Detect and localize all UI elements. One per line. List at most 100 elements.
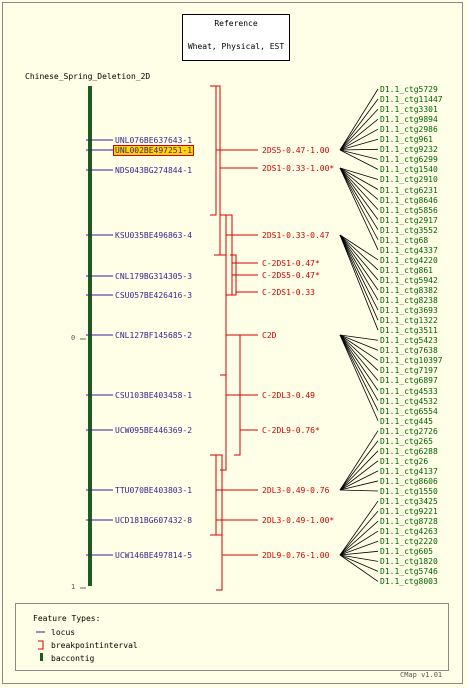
contig-label[interactable]: D1.1_ctg3511 [380,326,438,336]
contig-label[interactable]: D1.1_ctg2986 [380,125,438,135]
legend-interval-glyph [38,640,44,650]
contig-label[interactable]: D1.1_ctg445 [380,416,433,426]
interval-label[interactable]: C-2DS1-0.33 [262,288,315,297]
contig-correspondence-line [339,540,379,556]
interval-label[interactable]: 2DS1-0.33-0.47 [262,231,330,240]
contig-correspondence-line [339,450,379,491]
marker-label[interactable]: CSU103BE403458-1 [115,391,193,400]
contig-label[interactable]: D1.1_ctg26 [380,456,429,466]
map-title[interactable]: Chinese_Spring_Deletion_2D [25,72,151,81]
contig-label[interactable]: D1.1_ctg2726 [380,426,438,436]
interval-label[interactable]: C2D [262,331,277,340]
contig-label[interactable]: D1.1_ctg4220 [380,255,438,265]
contig-label[interactable]: D1.1_ctg3425 [380,497,438,507]
contig-label[interactable]: D1.1_ctg8646 [380,195,438,205]
contig-label[interactable]: D1.1_ctg961 [380,135,433,145]
contig-label[interactable]: D1.1_ctg5942 [380,275,438,285]
contig-label[interactable]: D1.1_ctg6288 [380,446,438,456]
contig-label[interactable]: D1.1_ctg8728 [380,517,438,527]
contig-label[interactable]: D1.1_ctg1820 [380,557,438,567]
contig-label[interactable]: D1.1_ctg1322 [380,316,438,326]
contig-correspondence-line [339,234,379,321]
contig-label[interactable]: D1.1_ctg8606 [380,476,438,486]
contig-label[interactable]: D1.1_ctg11447 [380,95,443,105]
interval-label[interactable]: 2DS5-0.47-1.00 [262,146,330,155]
contig-label[interactable]: D1.1_ctg3693 [380,306,438,316]
contig-label[interactable]: D1.1_ctg8003 [380,577,438,587]
contig-correspondence-line [339,167,379,180]
contig-label[interactable]: D1.1_ctg5729 [380,85,438,94]
contig-label[interactable]: D1.1_ctg8382 [380,286,438,295]
contig-correspondence-line [339,334,379,361]
interval-label[interactable]: 2DL3-0.49-1.00* [262,516,335,525]
contig-label[interactable]: D1.1_ctg4533 [380,386,438,396]
interval-bracket [210,85,217,216]
contig-label[interactable]: D1.1_ctg2910 [380,175,438,185]
cmap-version[interactable]: CMap v1.01 [400,671,443,679]
legend-item-breakpointinterval: breakpointinterval [51,641,138,650]
contig-label[interactable]: D1.1_ctg6554 [380,406,438,416]
marker-label[interactable]: UNL076BE637643-1 [115,136,193,145]
contig-label[interactable]: D1.1_ctg1550 [380,487,438,496]
contig-label[interactable]: D1.1_ctg2917 [380,215,438,225]
contig-label[interactable]: D1.1_ctg10397 [380,356,443,366]
contig-label[interactable]: D1.1_ctg4532 [380,396,438,406]
contig-label[interactable]: D1.1_ctg8238 [380,296,438,306]
interval-bracket [220,374,227,471]
reference-box[interactable]: Reference Wheat, Physical, EST [182,14,290,61]
contig-label[interactable]: D1.1_ctg7638 [380,346,438,356]
contig-label[interactable]: D1.1_ctg9232 [380,145,438,155]
contig-correspondence-line [339,530,379,556]
marker-label[interactable]: UCW095BE446369-2 [115,426,193,435]
marker-label[interactable]: KSU035BE496863-4 [115,231,193,240]
contig-label[interactable]: D1.1_ctg1540 [380,165,438,175]
interval-label[interactable]: 2DL3-0.49-0.76 [262,486,330,495]
contig-label[interactable]: D1.1_ctg9894 [380,115,438,125]
contig-label[interactable]: D1.1_ctg265 [380,436,433,446]
interval-label[interactable]: 2DS1-0.33-1.00* [262,164,335,173]
interval-label[interactable]: C-2DS1-0.47* [262,259,320,268]
reference-label: Reference [214,19,258,28]
interval-bracket [210,454,217,536]
contig-label[interactable]: D1.1_ctg68 [380,235,429,245]
contig-correspondence-line [339,554,379,572]
interval-bracket [220,214,227,256]
interval-label[interactable]: 2DL9-0.76-1.00 [262,551,330,560]
contig-label[interactable]: D1.1_ctg4137 [380,466,438,476]
scale-start-label: 0 [71,334,76,342]
contig-correspondence-line [339,148,379,151]
marker-label[interactable]: CNL127BF145685-2 [115,331,193,340]
contig-label[interactable]: D1.1_ctg6231 [380,185,438,195]
marker-label[interactable]: UCW146BE497814-5 [115,551,193,560]
contig-label[interactable]: D1.1_ctg2220 [380,537,438,547]
contig-correspondence-line [339,234,379,331]
interval-label[interactable]: C-2DL9-0.76* [262,426,320,435]
interval-label[interactable]: C-2DS5-0.47* [262,271,320,280]
contig-label[interactable]: D1.1_ctg3301 [380,105,438,115]
contig-label[interactable]: D1.1_ctg861 [380,265,433,275]
contig-label[interactable]: D1.1_ctg4263 [380,527,438,537]
marker-label[interactable]: TTU070BE403803-1 [115,486,193,495]
marker-label[interactable]: NDS043BG274844-1 [115,166,193,175]
legend-title: Feature Types: [33,614,101,623]
marker-label[interactable]: UNL002BE497251-1 [113,145,195,156]
contig-correspondence-line [339,234,379,291]
contig-label[interactable]: D1.1_ctg6897 [380,376,438,386]
contig-label[interactable]: D1.1_ctg605 [380,547,433,557]
contig-correspondence-line [339,234,379,281]
marker-label[interactable]: CSU057BE426416-3 [115,291,193,300]
contig-label[interactable]: D1.1_ctg9221 [380,507,438,517]
contig-label[interactable]: D1.1_ctg6299 [380,155,438,165]
contig-correspondence-line [339,510,379,556]
marker-label[interactable]: UCD181BG607432-8 [115,516,193,525]
contig-correspondence-line [339,520,379,556]
contig-label[interactable]: D1.1_ctg3552 [380,225,438,235]
interval-bracket [220,254,227,376]
interval-label[interactable]: C-2DL3-0.49 [262,391,315,400]
contig-label[interactable]: D1.1_ctg5746 [380,567,438,577]
contig-label[interactable]: D1.1_ctg5856 [380,205,438,215]
contig-label[interactable]: D1.1_ctg4337 [380,245,438,255]
contig-label[interactable]: D1.1_ctg5423 [380,336,438,346]
marker-label[interactable]: CNL179BG314305-3 [115,272,193,281]
contig-label[interactable]: D1.1_ctg7197 [380,366,438,376]
